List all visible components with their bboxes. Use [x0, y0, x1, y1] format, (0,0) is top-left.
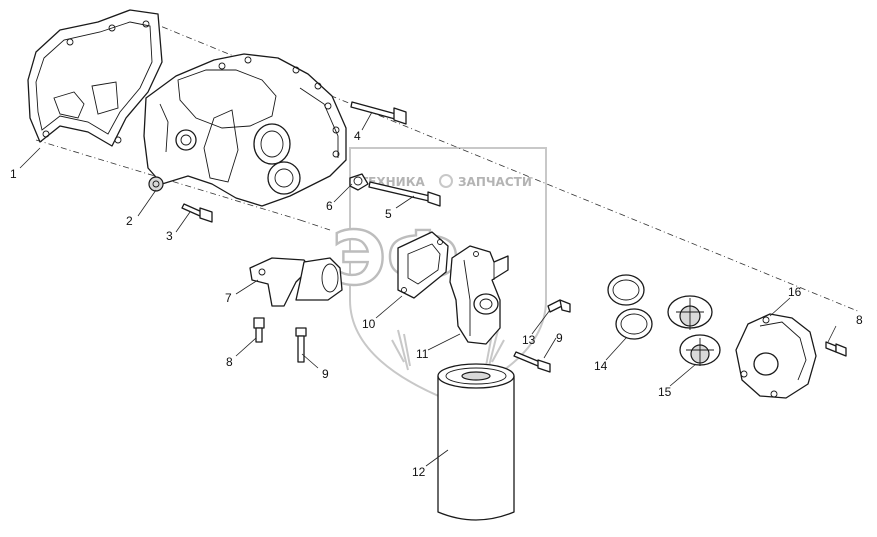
- callout-9-left: 9: [322, 367, 329, 381]
- filter-head-part-11: [449, 245, 509, 345]
- callout-8-right: 8: [856, 313, 863, 327]
- thermostats-part-15: [667, 295, 721, 366]
- callout-12: 12: [412, 465, 426, 479]
- o-rings-part-14: [607, 274, 653, 340]
- long-bolt-part-9-left: [295, 327, 307, 363]
- callout-7: 7: [225, 291, 232, 305]
- callout-4: 4: [354, 129, 361, 143]
- oil-cooler-housing-part-2: [143, 53, 347, 207]
- long-bolt-part-5: [368, 181, 441, 207]
- bolt-part-13: [547, 299, 571, 313]
- callout-5: 5: [385, 207, 392, 221]
- bolt-part-8-left: [253, 317, 265, 343]
- thermostat-cover-part-16: [735, 313, 817, 399]
- oil-filter-part-12: [437, 363, 515, 521]
- watermark-brand-right: ЗАПЧАСТИ: [458, 175, 532, 189]
- gasket-part-10: [397, 231, 449, 299]
- elbow-pipe-part-7: [249, 257, 343, 307]
- long-bolt-part-4: [350, 101, 407, 125]
- callout-8-left: 8: [226, 355, 233, 369]
- bolt-part-8-right: [825, 341, 847, 357]
- callout-6: 6: [326, 199, 333, 213]
- callout-labels: 1 2 3 4 5 6 7 8 9 10 11 12 13 9 14 15 16…: [10, 129, 863, 479]
- callout-11: 11: [416, 347, 429, 361]
- sleeve-part-6: [349, 173, 369, 191]
- callout-1: 1: [10, 167, 17, 181]
- leader-lines: [19, 111, 837, 467]
- long-bolt-part-9-right: [513, 351, 551, 373]
- callout-2: 2: [126, 214, 133, 228]
- watermark-wheat-icon: [391, 329, 505, 371]
- callout-10: 10: [362, 317, 376, 331]
- callout-3: 3: [166, 229, 173, 243]
- callout-15: 15: [658, 385, 672, 399]
- watermark-gear-icon: [439, 174, 453, 188]
- gasket-part-1: [27, 9, 163, 147]
- callout-14: 14: [594, 359, 608, 373]
- callout-9-right: 9: [556, 331, 563, 345]
- bolt-part-3: [181, 203, 213, 223]
- callout-13: 13: [522, 333, 536, 347]
- callout-16: 16: [788, 285, 802, 299]
